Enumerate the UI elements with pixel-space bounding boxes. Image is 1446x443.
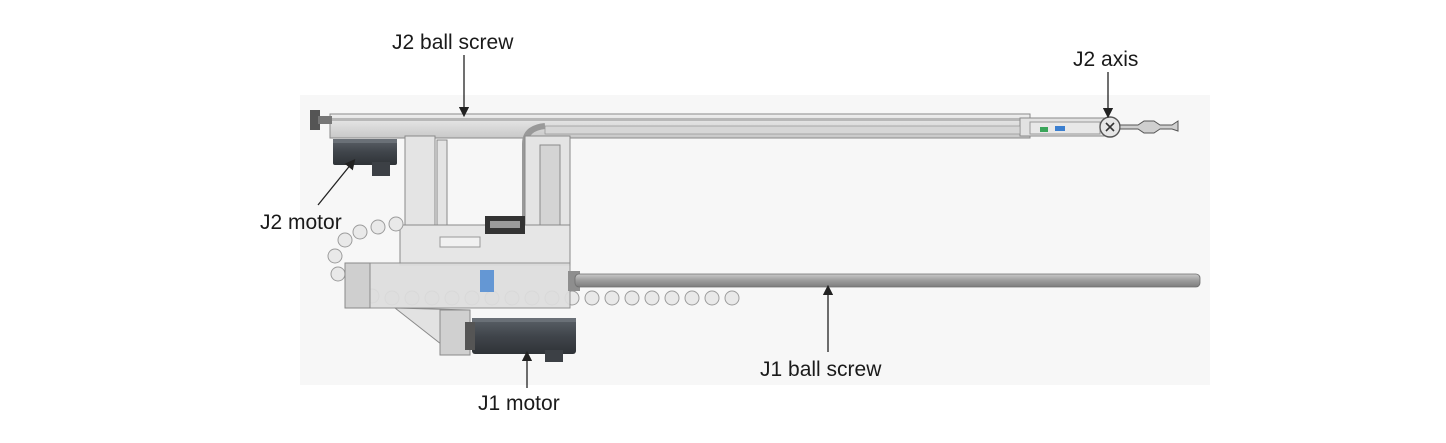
j2-axis-joint (1029, 116, 1179, 138)
j2-motor-label: J2 motor (260, 211, 342, 234)
j2-axis-label: J2 axis (1073, 48, 1139, 71)
j2-motor (333, 139, 397, 176)
j2-motor-arrow (317, 158, 356, 206)
j2-ball-screw-assembly (310, 110, 1111, 249)
j1-motor (465, 318, 576, 362)
j1-ball-screw-label: J1 ball screw (760, 358, 882, 381)
j1-ball-screw (568, 271, 1201, 291)
j1-motor-label: J1 motor (478, 392, 560, 415)
carriage-block (399, 216, 571, 266)
leader-lines (317, 55, 1114, 388)
j2-ball-screw-label: J2 ball screw (392, 31, 514, 54)
